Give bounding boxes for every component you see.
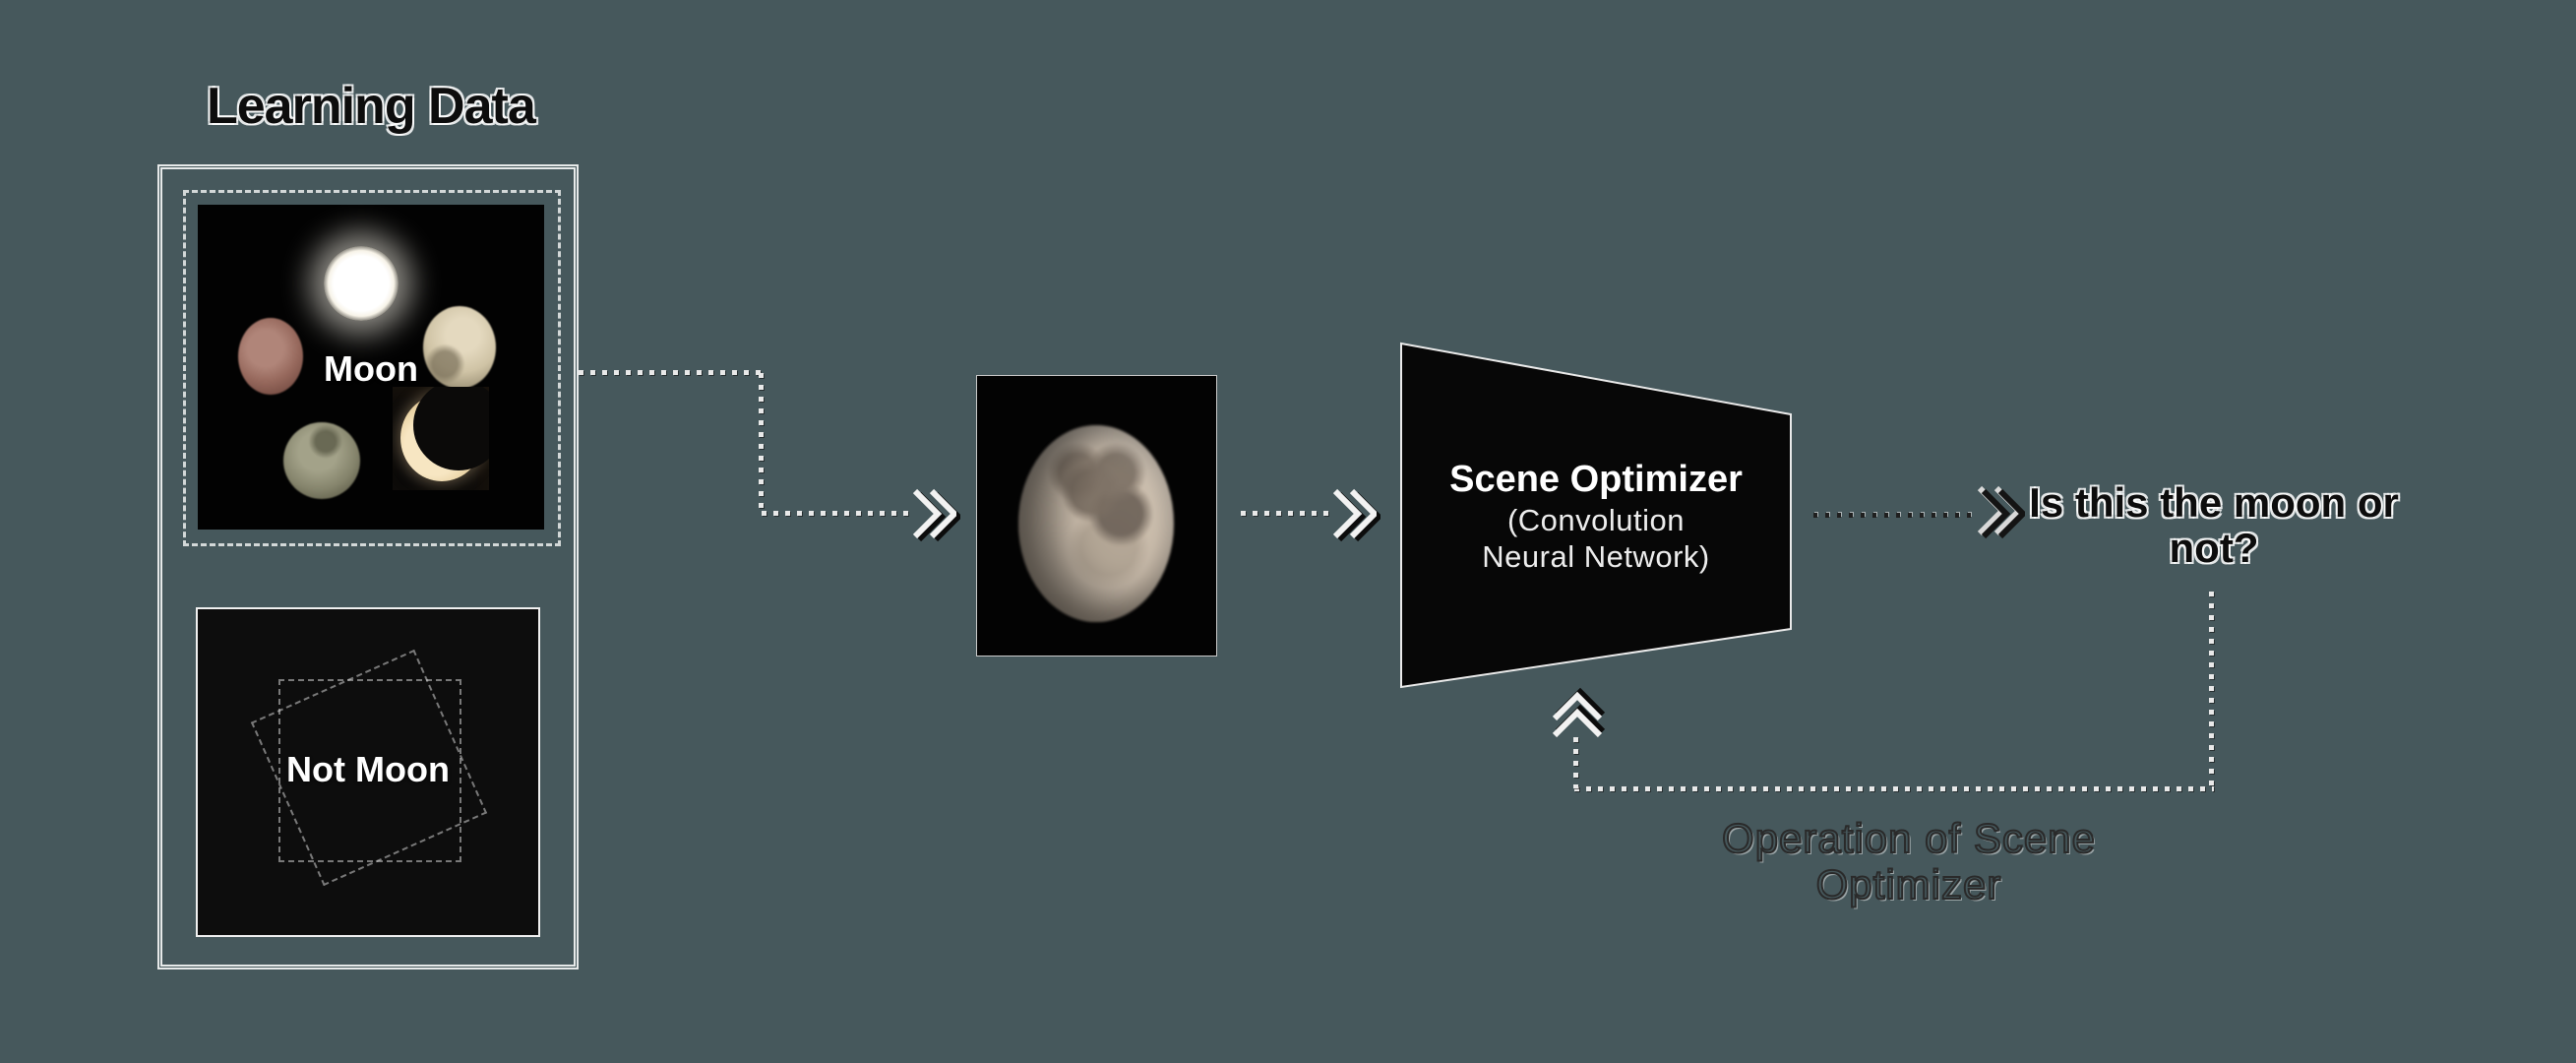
crescent-moon-icon	[400, 387, 489, 481]
learning-data-title: Learning Data	[207, 78, 536, 135]
output-question-line1: Is this the moon or	[2029, 479, 2399, 526]
scene-optimizer-title: Scene Optimizer	[1449, 459, 1743, 500]
scene-optimizer-block	[1400, 342, 1792, 689]
output-question-line2: not?	[2169, 525, 2259, 571]
moon-examples-image: Moon	[198, 205, 544, 530]
moon-tile-dashed-border	[183, 190, 561, 546]
chevron-right-icon	[909, 486, 956, 541]
feedback-connector-v-left	[1573, 737, 1578, 788]
connector-output-h	[1813, 513, 1979, 518]
feedback-label: Operation of Scene Optimizer	[1663, 814, 2155, 908]
connector-learning-h1	[579, 370, 762, 375]
chevron-up-icon	[1550, 691, 1605, 738]
chevron-right-icon	[1978, 486, 2025, 541]
red-moon-icon	[238, 318, 303, 395]
not-moon-image: Not Moon	[196, 607, 540, 937]
chevron-right-icon	[1329, 486, 1377, 541]
selection-square-icon	[278, 679, 461, 862]
scene-optimizer-subtitle-2: Neural Network)	[1482, 539, 1710, 574]
full-moon-bright-icon	[324, 246, 399, 321]
feedback-connector-v-right	[2209, 592, 2214, 788]
moon-photo-image	[976, 375, 1217, 657]
not-moon-label: Not Moon	[286, 749, 450, 789]
olive-moon-icon	[283, 422, 360, 499]
feedback-label-line1: Operation of Scene	[1721, 814, 2096, 862]
learning-data-box	[157, 164, 579, 969]
connector-learning-h2	[762, 511, 911, 516]
output-question: Is this the moon or not?	[1988, 480, 2440, 571]
scene-optimizer-subtitle-1: (Convolution	[1506, 503, 1686, 537]
moon-label: Moon	[324, 348, 418, 389]
beige-moon-icon	[423, 306, 496, 389]
feedback-connector-h	[1574, 786, 2214, 791]
feedback-label-line2: Optimizer	[1815, 860, 2002, 908]
connector-learning-v	[759, 373, 764, 513]
crescent-moon-tile	[393, 387, 489, 490]
gibbous-moon-icon	[1018, 425, 1174, 622]
scene-optimizer-text: Scene Optimizer (Convolution Neural Netw…	[1424, 457, 1768, 575]
connector-photo-h	[1241, 511, 1333, 516]
